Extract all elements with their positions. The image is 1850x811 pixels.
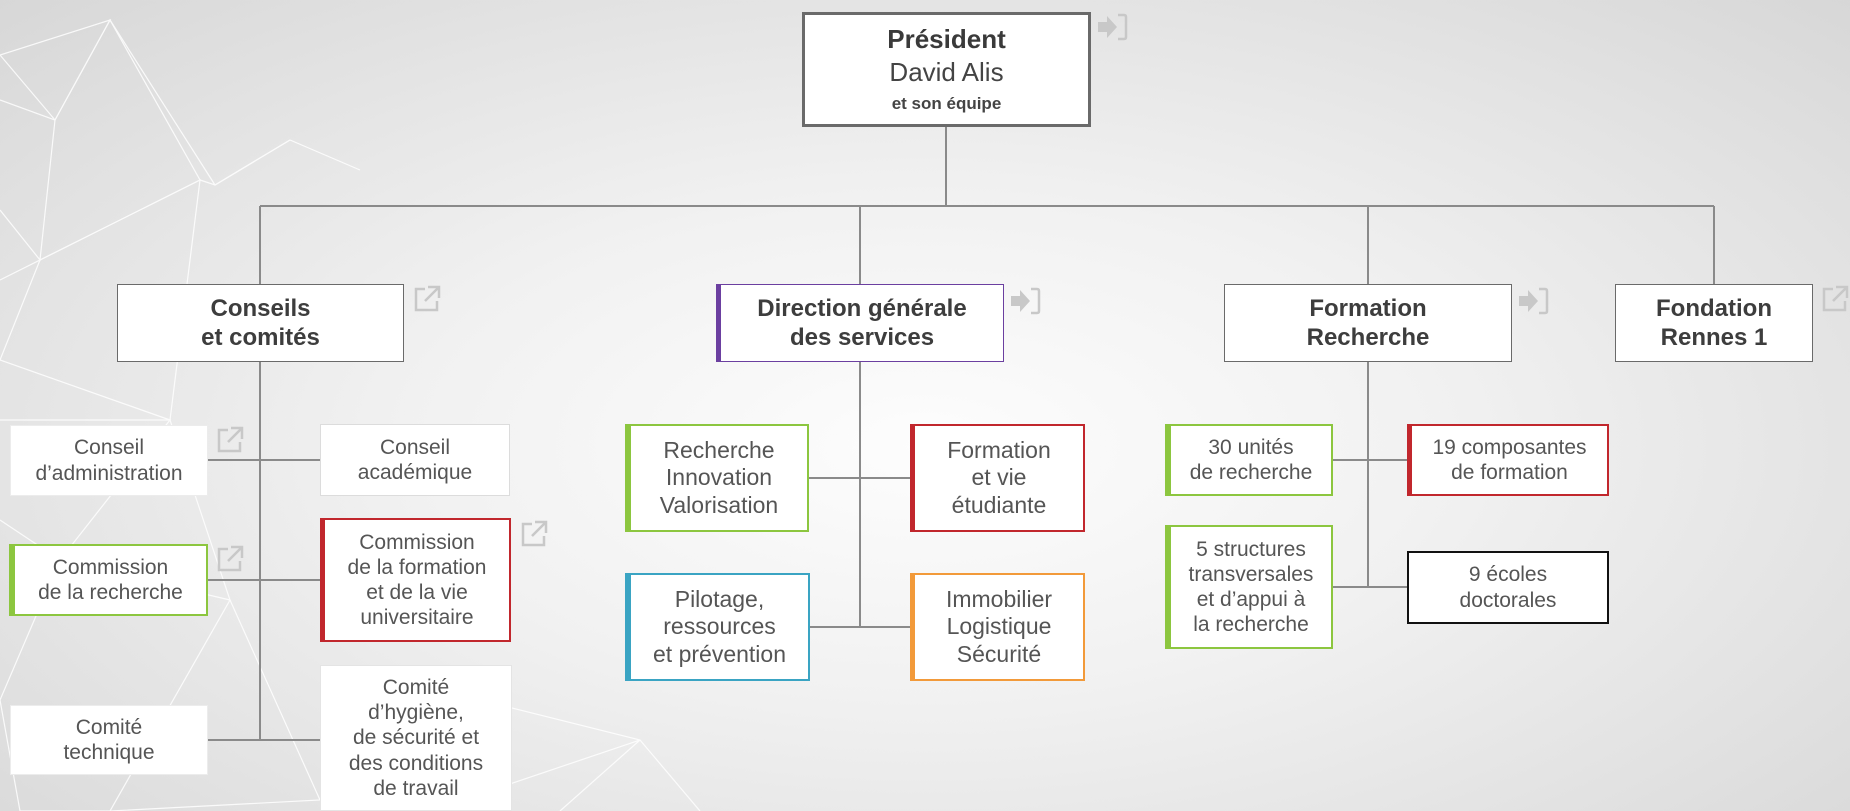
ecoles-doctorales-box[interactable]: 9 écoles doctorales (1407, 551, 1609, 624)
comite-hygiene-securite-box[interactable]: Comité d’hygiène, de sécurité et des con… (320, 665, 512, 811)
president-name: David Alis (889, 57, 1004, 88)
fondation-label: Fondation Rennes 1 (1656, 294, 1772, 351)
ecoles-doctorales-label: 9 écoles doctorales (1459, 563, 1557, 612)
comite-technique-box[interactable]: Comité technique (10, 705, 208, 775)
composantes-formation-box[interactable]: 19 composantes de formation (1407, 424, 1609, 496)
president-title: Président (887, 24, 1006, 55)
external-link-icon[interactable] (213, 423, 247, 457)
recherche-innovation-valorisation-box[interactable]: Recherche Innovation Valorisation (625, 424, 809, 532)
recherche-innovation-label: Recherche Innovation Valorisation (659, 436, 779, 518)
external-link-icon[interactable] (1818, 282, 1850, 316)
commission-recherche-label: Commission de la recherche (38, 555, 183, 604)
formation-vie-etudiante-box[interactable]: Formation et vie étudiante (910, 424, 1085, 532)
external-link-icon[interactable] (410, 282, 444, 316)
structures-transversales-label: 5 structures transversales et d’appui à … (1188, 537, 1314, 637)
unites-recherche-box[interactable]: 30 unités de recherche (1165, 424, 1333, 496)
direction-generale-label: Direction générale des services (757, 294, 967, 351)
external-link-icon[interactable] (517, 517, 551, 551)
conseil-administration-box[interactable]: Conseil d’administration (10, 425, 208, 496)
commission-formation-label: Commission de la formation et de la vie … (347, 530, 487, 630)
immobilier-logistique-box[interactable]: Immobilier Logistique Sécurité (910, 573, 1085, 681)
direction-generale-box[interactable]: Direction générale des services (716, 284, 1004, 362)
president-subtitle: et son équipe (891, 94, 1002, 114)
formation-recherche-box[interactable]: Formation Recherche (1224, 284, 1512, 362)
comite-hygiene-label: Comité d’hygiène, de sécurité et des con… (348, 676, 484, 800)
conseils-et-comites-box[interactable]: Conseils et comités (117, 284, 404, 362)
formation-vie-etudiante-label: Formation et vie étudiante (947, 436, 1051, 518)
conseil-academique-box[interactable]: Conseil académique (320, 424, 510, 496)
pilotage-ressources-box[interactable]: Pilotage, ressources et prévention (625, 573, 810, 681)
enter-icon[interactable] (1095, 10, 1129, 44)
composantes-formation-label: 19 composantes de formation (1432, 435, 1587, 484)
external-link-icon[interactable] (213, 542, 247, 576)
structures-transversales-box[interactable]: 5 structures transversales et d’appui à … (1165, 525, 1333, 649)
pilotage-label: Pilotage, ressources et prévention (653, 585, 786, 667)
comite-technique-label: Comité technique (63, 715, 155, 764)
president-box[interactable]: Président David Alis et son équipe (802, 12, 1091, 127)
immobilier-label: Immobilier Logistique Sécurité (945, 585, 1053, 667)
enter-icon[interactable] (1516, 284, 1550, 318)
conseils-et-comites-label: Conseils et comités (201, 294, 320, 351)
unites-recherche-label: 30 unités de recherche (1189, 435, 1313, 484)
conseil-academique-label: Conseil académique (357, 435, 473, 484)
conseil-administration-label: Conseil d’administration (35, 436, 183, 485)
commission-recherche-box[interactable]: Commission de la recherche (9, 544, 208, 616)
fondation-box[interactable]: Fondation Rennes 1 (1615, 284, 1813, 362)
commission-formation-vie-universitaire-box[interactable]: Commission de la formation et de la vie … (320, 518, 511, 642)
formation-recherche-label: Formation Recherche (1306, 294, 1430, 351)
enter-icon[interactable] (1008, 284, 1042, 318)
